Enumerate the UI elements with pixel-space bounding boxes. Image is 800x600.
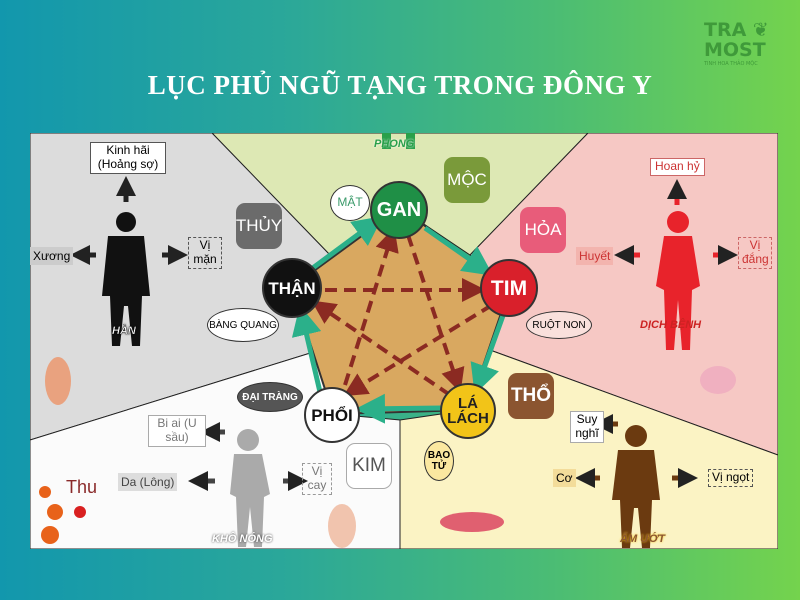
- metal-taste: Vị cay: [302, 463, 332, 495]
- element-tho: THỔ: [508, 373, 554, 419]
- bowel-mat: MẬT: [330, 185, 370, 221]
- ear-image: [45, 357, 71, 405]
- lips-image: [440, 512, 504, 532]
- wood-figure: [382, 133, 415, 149]
- water-figure: [102, 212, 150, 346]
- element-moc: MỘC: [444, 157, 490, 203]
- five-elements-diagram: GAN TIM LÁ LÁCH PHỔI THẬN MẬT RUỘT NON B…: [30, 133, 778, 549]
- season-label: Thu: [66, 477, 98, 497]
- metal-figure: [230, 429, 270, 547]
- water-emotion: Kinh hãi (Hoảng sợ): [90, 142, 166, 174]
- element-thuy: THỦY: [236, 203, 282, 249]
- element-hoa: HỎA: [520, 207, 566, 253]
- earth-figure: [612, 425, 660, 548]
- organ-gan[interactable]: GAN: [370, 181, 428, 239]
- controlling-cycle-arrows: [311, 227, 494, 397]
- metal-climate: KHÔ NÓNG: [212, 533, 273, 545]
- nose-image: [328, 504, 356, 548]
- earth-climate: ẨM ƯỚT: [620, 533, 665, 545]
- water-climate: HÀN: [112, 325, 136, 337]
- metal-emotion: Bi ai (U sầu): [148, 415, 206, 447]
- generating-cycle-arrows: [291, 216, 508, 424]
- metal-body: Da (Lông): [118, 473, 178, 491]
- page-title: LỤC PHỦ NGŨ TẠNG TRONG ĐÔNG Y: [147, 70, 653, 100]
- tongue-image: [700, 366, 736, 394]
- organ-phoi[interactable]: PHỔI: [304, 387, 360, 443]
- bowel-bao-tu: BAO TỬ: [424, 441, 454, 481]
- organ-than[interactable]: THẬN: [262, 258, 322, 318]
- fire-taste: Vị đắng: [738, 237, 772, 269]
- leaf-icon: ❦: [752, 19, 769, 41]
- bowel-dai-trang: ĐẠI TRÀNG: [237, 382, 303, 412]
- organ-la-lach[interactable]: LÁ LÁCH: [440, 383, 496, 439]
- organ-tim[interactable]: TIM: [480, 259, 538, 317]
- fire-figure: [656, 211, 700, 350]
- element-kim: KIM: [346, 443, 392, 489]
- earth-taste: Vị ngọt: [708, 469, 754, 487]
- wood-climate: PHONG: [374, 138, 415, 150]
- earth-emotion: Suy nghĩ: [570, 411, 604, 443]
- bowel-ruot-non: RUỘT NON: [526, 311, 592, 339]
- fire-climate: DỊCH BỆNH: [640, 319, 702, 331]
- attribute-arrows: [70, 176, 738, 491]
- fire-emotion: Hoan hỷ: [650, 158, 705, 176]
- fire-body: Huyết: [576, 247, 614, 265]
- earth-body: Cơ: [553, 469, 576, 487]
- bowel-bang-quang: BÀNG QUANG: [207, 308, 279, 342]
- water-taste: Vị mặn: [188, 237, 222, 269]
- water-body: Xương: [30, 247, 74, 265]
- autumn-leaves-image: [39, 486, 86, 544]
